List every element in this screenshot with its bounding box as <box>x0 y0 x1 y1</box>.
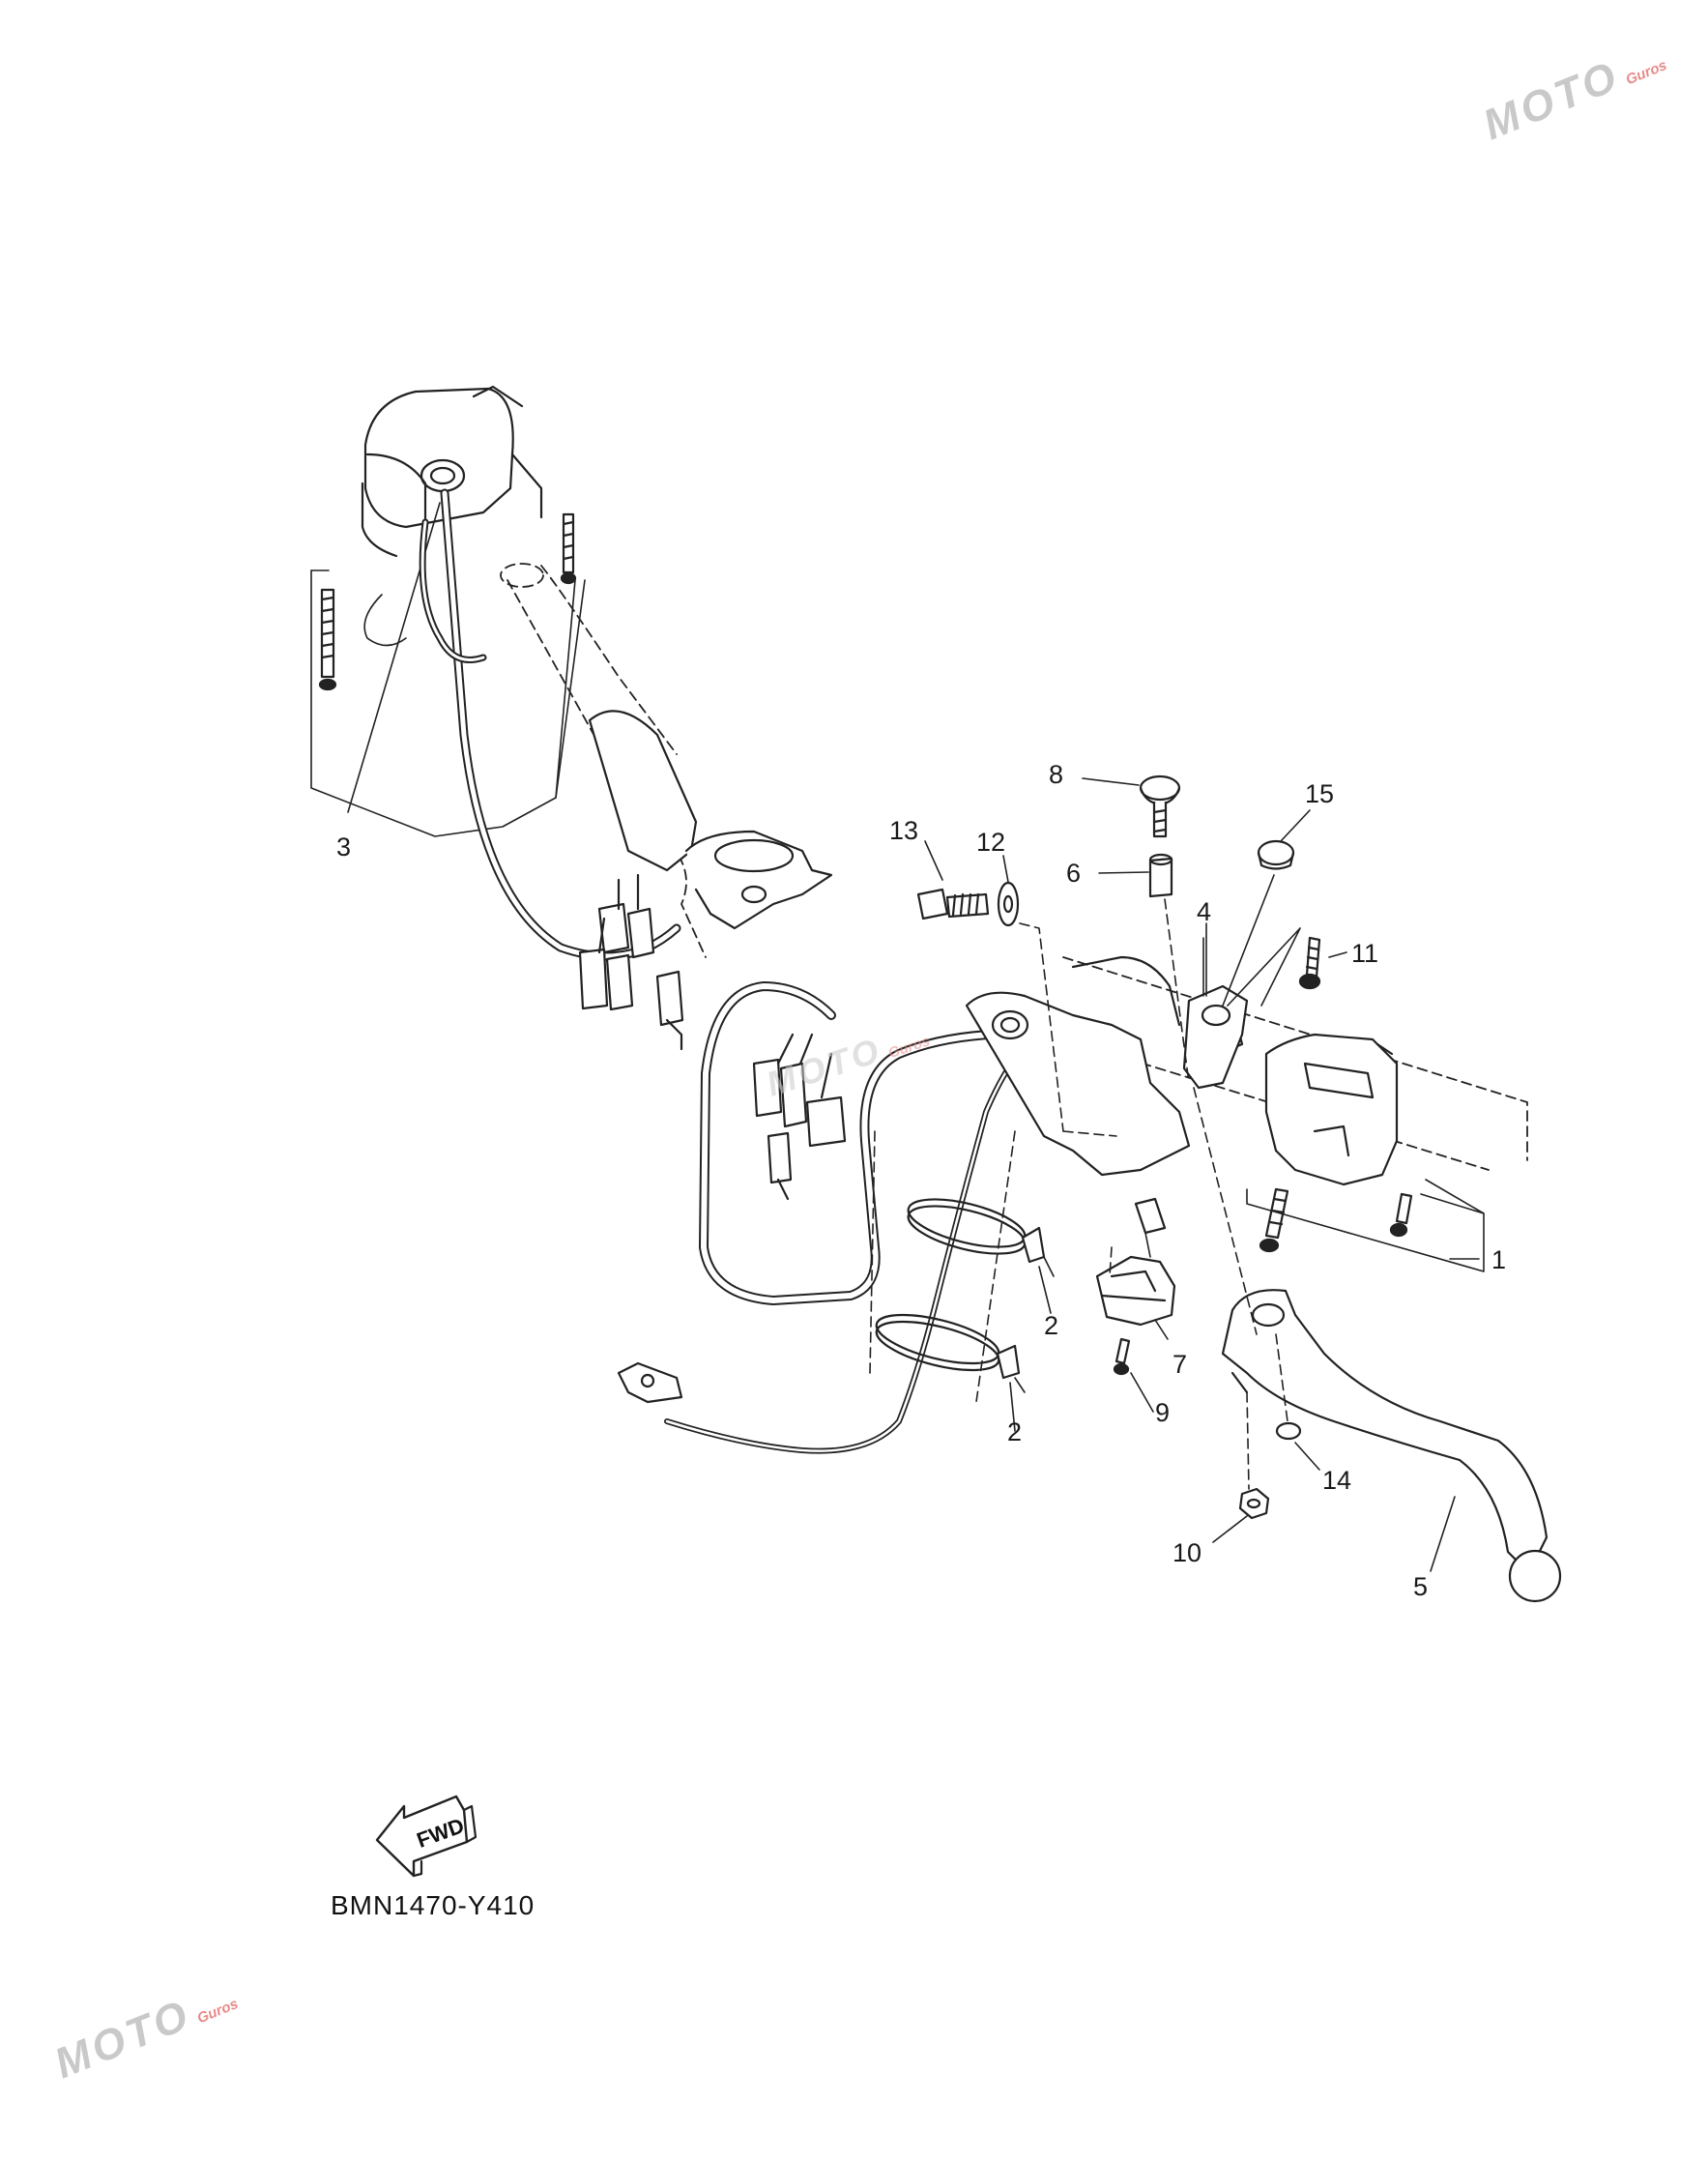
nut-10 <box>1238 1487 1270 1520</box>
handlebar-grip <box>500 563 707 958</box>
left-switch-housing <box>361 385 543 558</box>
diagram-reference-code: BMN1470-Y410 <box>331 1890 536 1920</box>
throttle-body <box>588 710 833 930</box>
callout-9: 9 <box>1155 1398 1170 1427</box>
screw-9 <box>1113 1337 1131 1376</box>
cable-clamp-upper <box>907 1198 1046 1264</box>
ground-terminal <box>617 1361 683 1404</box>
screw-11 <box>1298 936 1321 990</box>
callout-2-upper: 2 <box>1044 1311 1058 1340</box>
holder-screw-lower-a <box>1259 1187 1289 1253</box>
connector-cluster-center <box>752 1033 847 1201</box>
clutch-switch-7 <box>1095 1197 1176 1327</box>
washer-14 <box>1275 1421 1302 1441</box>
callout-4: 4 <box>1197 897 1211 926</box>
callout-3: 3 <box>336 832 351 861</box>
callout-13: 13 <box>889 816 918 845</box>
connector-cluster-upper <box>578 873 684 1051</box>
callout-1: 1 <box>1491 1245 1506 1274</box>
pivot-bolt-8 <box>1139 774 1181 838</box>
callout-15: 15 <box>1305 779 1334 808</box>
callout-7: 7 <box>1172 1350 1187 1379</box>
bracket-part-4 <box>1182 984 1249 1090</box>
holder-screw-lower-b <box>1389 1192 1413 1238</box>
callout-6: 6 <box>1066 859 1081 888</box>
clutch-lever-5 <box>1221 1289 1562 1603</box>
switch-screw-left <box>318 588 337 691</box>
callout-2-lower: 2 <box>1007 1417 1022 1446</box>
callout-14: 14 <box>1322 1466 1351 1495</box>
switch-screw-right <box>560 512 577 585</box>
leader-lines <box>924 777 1480 1572</box>
washer-12 <box>997 881 1020 927</box>
callout-11: 11 <box>1351 939 1378 968</box>
collar-6 <box>1148 853 1173 898</box>
callout-5: 5 <box>1413 1572 1428 1601</box>
cap-15 <box>1257 839 1295 870</box>
cable-clamp-lower <box>875 1313 1021 1380</box>
callout-12: 12 <box>976 828 1005 857</box>
bolt-13 <box>916 888 990 920</box>
callout-8: 8 <box>1049 760 1063 789</box>
fwd-direction-arrow <box>375 1795 478 1878</box>
callout-10: 10 <box>1172 1538 1201 1567</box>
switch-unit-right <box>1264 1033 1399 1186</box>
